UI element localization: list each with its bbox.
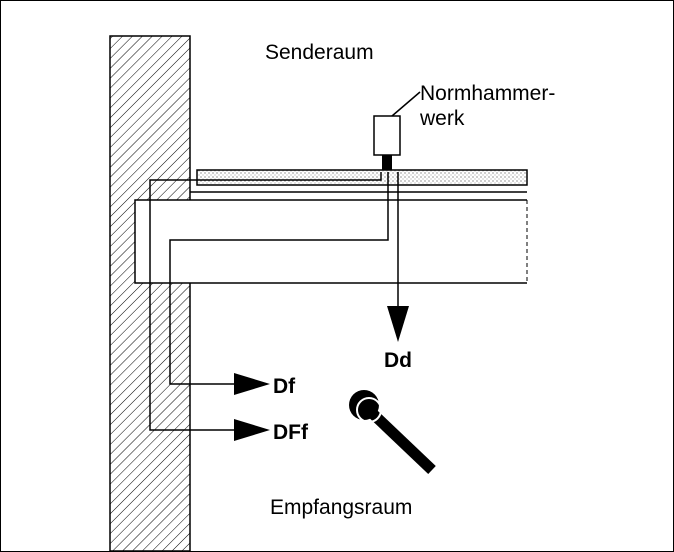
microphone-icon [349,390,436,474]
sending-room-label: Senderaum [265,41,374,64]
path-dff-label: DFf [273,421,308,444]
tapping-machine-label-line2: werk [420,107,465,130]
floor-slab [134,199,527,284]
tapping-machine-icon [373,115,401,170]
path-dd-label: Dd [384,349,412,372]
path-df-label: Df [273,375,296,398]
flanking-wall [109,35,191,552]
path-df-arrow [169,172,389,395]
path-dff-arrow [149,172,382,441]
path-dd-arrow [387,172,409,342]
tapping-machine-label-line1: Normhammer- [420,82,556,105]
receiving-room-label: Empfangsraum [270,496,413,519]
tapping-machine-leader [391,91,421,117]
floating-screed [196,169,528,186]
